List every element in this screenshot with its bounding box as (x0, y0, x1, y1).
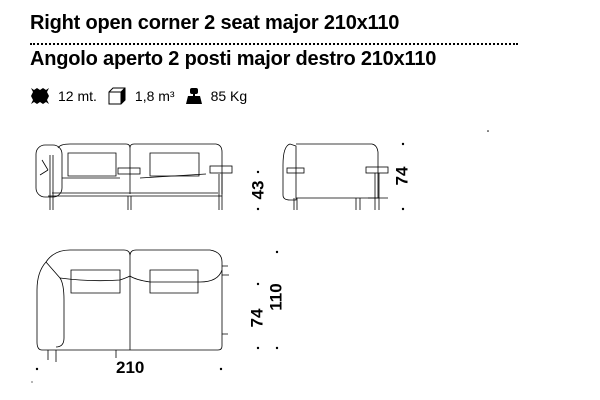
fabric-amount: 12 mt. (58, 88, 97, 104)
title-italian: Angolo aperto 2 posti major destro 210x1… (30, 48, 437, 70)
weight-icon (185, 88, 202, 104)
dimension-plan-width: 210 (116, 358, 145, 377)
weight-amount: 85 Kg (210, 88, 248, 104)
front-view (35, 143, 233, 210)
dotted-divider (30, 43, 518, 45)
dimension-side-height: 74 (392, 166, 412, 186)
plan-view (36, 249, 229, 362)
specs-row: 12 mt. 1,8 m³ 85 Kg (30, 87, 257, 105)
fabric-icon (31, 88, 49, 104)
volume-cube-icon (108, 87, 126, 105)
volume-amount: 1,8 m³ (134, 88, 175, 104)
side-view (282, 143, 389, 210)
dimension-plan-total-depth: 110 (266, 283, 286, 311)
dimension-dots (31, 130, 489, 383)
title-english: Right open corner 2 seat major 210x110 (30, 12, 400, 34)
dimension-plan-inner-depth: 74 (247, 308, 267, 328)
dimension-seat-height: 43 (248, 180, 268, 200)
